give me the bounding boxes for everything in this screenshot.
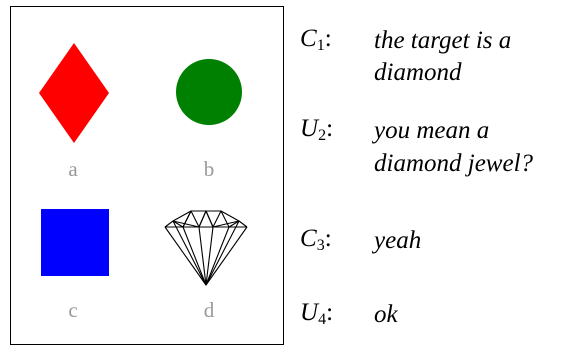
item-label-d: d <box>203 298 215 322</box>
speaker-u4: U4: <box>300 299 334 328</box>
speaker-c3: C3: <box>300 225 332 254</box>
utterance-2-line-1: you mean a <box>374 117 490 144</box>
diamond-jewel-icon <box>164 210 248 286</box>
utterance-2-line-2: diamond jewel? <box>374 150 534 177</box>
green-circle-shape <box>176 59 242 125</box>
item-label-c: c <box>68 298 78 322</box>
speaker-u2: U2: <box>300 115 334 144</box>
item-label-b: b <box>203 157 215 181</box>
objects-panel: a b c d <box>10 6 284 345</box>
blue-square-shape <box>41 209 109 276</box>
utterance-1-line-1: the target is a <box>374 27 512 54</box>
red-diamond-shape <box>39 43 109 143</box>
utterance-3-line-1: yeah <box>374 227 422 254</box>
speaker-c1: C1: <box>300 25 332 54</box>
utterance-4-line-1: ok <box>374 301 398 328</box>
item-label-a: a <box>68 157 78 181</box>
utterance-1-line-2: diamond <box>374 59 462 86</box>
